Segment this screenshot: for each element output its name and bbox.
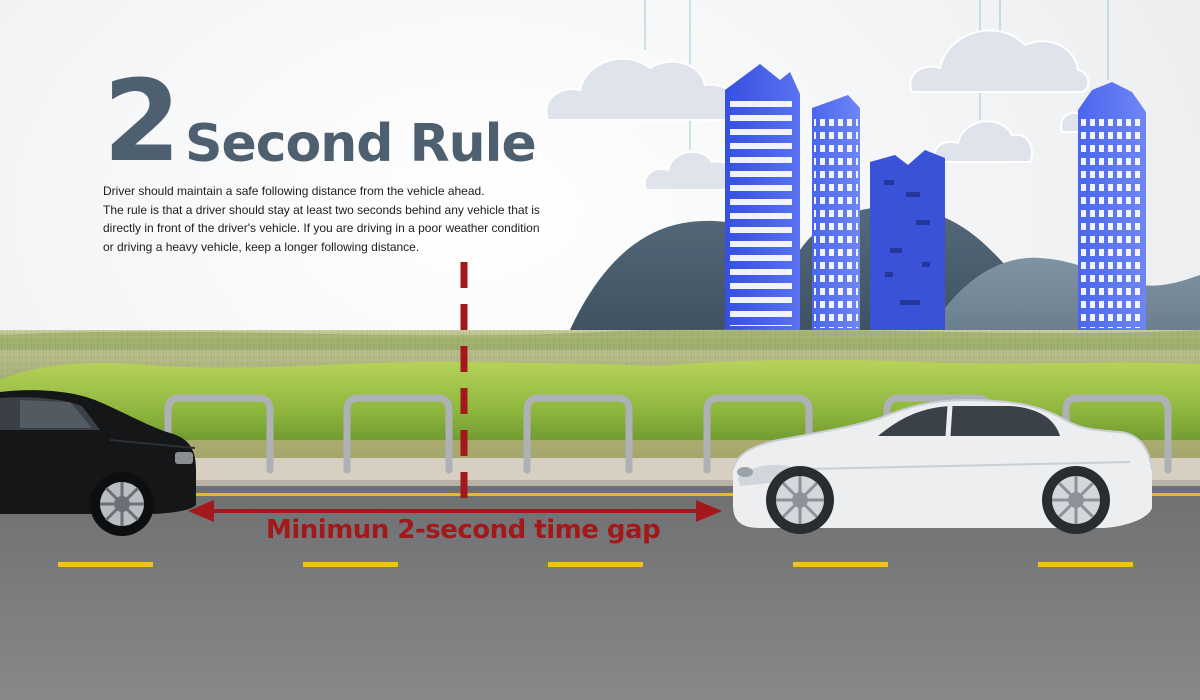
arrow-right-icon	[696, 500, 722, 522]
title-block: 2 Second Rule	[103, 66, 543, 188]
description-line-1: Driver should maintain a safe following …	[103, 184, 485, 198]
rule-description: Driver should maintain a safe following …	[103, 182, 543, 256]
page-title: Second Rule	[185, 114, 537, 174]
guardrails	[164, 394, 1172, 474]
description-line-2: The rule is that a driver should stay at…	[103, 202, 540, 254]
arrow-left-icon	[188, 500, 214, 522]
time-gap-label: Minimun 2-second time gap	[266, 515, 661, 545]
lane-markings	[58, 562, 1133, 567]
paper-city-skyline	[725, 64, 1146, 330]
title-number: 2	[103, 57, 181, 187]
